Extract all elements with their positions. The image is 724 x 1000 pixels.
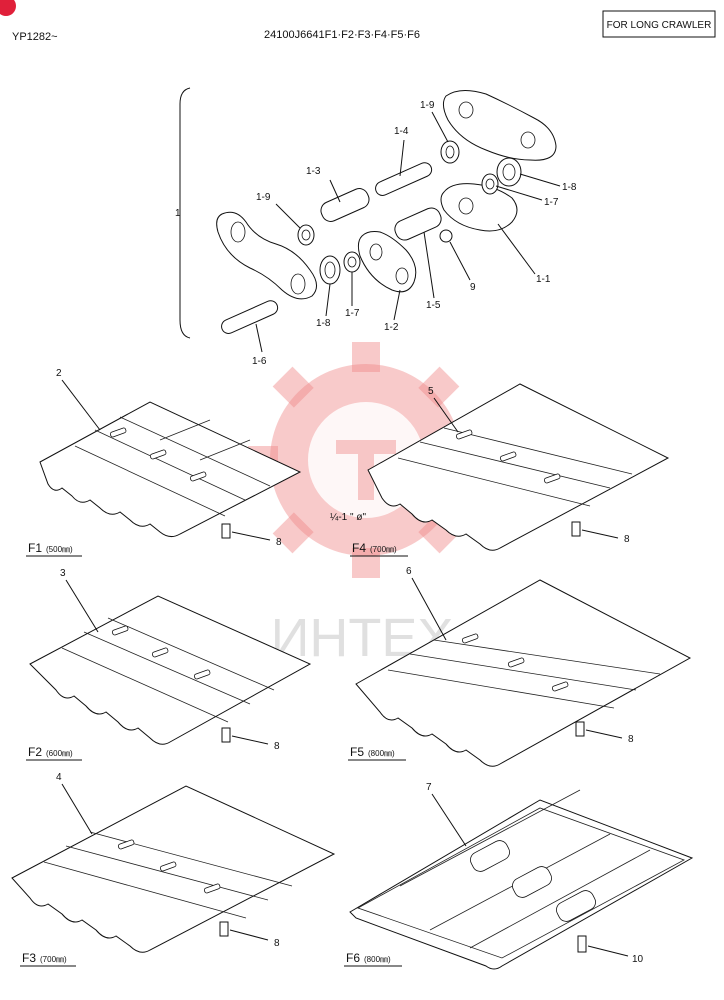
bushing-1-5	[394, 207, 442, 241]
variant-f6: F6	[346, 951, 360, 965]
f4-annotation: ¼-1 " ø"	[330, 511, 366, 523]
svg-text:(700㎜): (700㎜)	[370, 545, 397, 554]
svg-text:8: 8	[274, 938, 280, 949]
model-range: YP1282~	[12, 31, 58, 43]
svg-text:1-8: 1-8	[316, 318, 331, 329]
assembly-bracket	[179, 87, 191, 339]
long-crawler-badge	[602, 10, 716, 38]
svg-text:10: 10	[632, 954, 644, 965]
variant-f4: F4	[352, 541, 366, 555]
svg-text:7: 7	[426, 782, 432, 793]
bolt-icon	[571, 521, 581, 537]
svg-text:4: 4	[56, 772, 62, 783]
svg-text:1-8: 1-8	[562, 182, 577, 193]
svg-text:(700㎜): (700㎜)	[40, 955, 67, 964]
svg-text:1-1: 1-1	[536, 274, 551, 285]
link-hole	[230, 221, 246, 243]
shoe-f6: 10 7 F6 (800㎜)	[344, 782, 694, 970]
link-hole	[458, 101, 474, 119]
svg-text:1-4: 1-4	[394, 126, 409, 137]
shoe-f3: 8 4 F3 (700㎜)	[11, 772, 336, 967]
variant-f5: F5	[350, 745, 364, 759]
badge-text: FOR LONG CRAWLER	[607, 20, 712, 31]
link-right-lower	[440, 183, 518, 232]
svg-text:8: 8	[274, 741, 280, 752]
link-hole	[520, 131, 536, 149]
pin-1-6	[221, 300, 279, 334]
svg-text:9: 9	[470, 282, 476, 293]
svg-text:(800㎜): (800㎜)	[368, 749, 395, 758]
svg-text:6: 6	[406, 566, 412, 577]
svg-text:(500㎜): (500㎜)	[46, 545, 73, 554]
part-number: 24100J6641F1·F2·F3·F4·F5·F6	[264, 29, 420, 41]
bushing-1-3	[320, 188, 370, 222]
bolt-icon	[575, 721, 585, 737]
svg-text:3: 3	[60, 568, 66, 579]
nut-9	[439, 229, 453, 243]
svg-text:1-6: 1-6	[252, 356, 267, 367]
svg-text:8: 8	[624, 534, 630, 545]
svg-text:1-9: 1-9	[256, 192, 271, 203]
svg-text:8: 8	[628, 734, 634, 745]
svg-text:1-7: 1-7	[345, 308, 360, 319]
shoe-f1: 8 2 F1 (500㎜)	[26, 368, 302, 557]
svg-text:(800㎜): (800㎜)	[364, 955, 391, 964]
link-right-upper	[442, 90, 557, 161]
link-hole	[369, 243, 383, 261]
chain-assembly	[216, 90, 557, 334]
bolt-icon	[221, 727, 231, 743]
shoe-f5: 8 6 F5 (800㎜)	[348, 566, 692, 767]
svg-text:8: 8	[276, 537, 282, 548]
corner-mark	[0, 0, 16, 16]
chain-callouts: 1-1 1-2 1-3 1-4 1-5 1-6 1-7 1-7 1-8 1-8 …	[252, 100, 577, 367]
bolt-icon	[219, 921, 229, 937]
pin-1-4	[375, 162, 433, 196]
variant-f3: F3	[22, 951, 36, 965]
bolt-icon	[221, 523, 231, 539]
svg-text:1-9: 1-9	[420, 100, 435, 111]
bolt-icon	[577, 935, 587, 953]
link-hole	[395, 267, 409, 285]
variant-f2: F2	[28, 745, 42, 759]
shoe-f4: 8 5 ¼-1 " ø" F4 (700㎜)	[330, 383, 670, 557]
svg-text:1-3: 1-3	[306, 166, 321, 177]
svg-text:1-2: 1-2	[384, 322, 399, 333]
svg-text:5: 5	[428, 386, 434, 397]
link-hole	[458, 197, 474, 215]
link-hole	[290, 273, 306, 295]
svg-text:2: 2	[56, 368, 62, 379]
svg-text:(600㎜): (600㎜)	[46, 749, 73, 758]
link-left-inner	[357, 231, 417, 293]
variant-f1: F1	[28, 541, 42, 555]
assembly-label: 1	[175, 208, 181, 219]
shoe-f2: 8 3 F2 (600㎜)	[26, 568, 312, 761]
svg-text:1-7: 1-7	[544, 197, 559, 208]
svg-text:1-5: 1-5	[426, 300, 441, 311]
